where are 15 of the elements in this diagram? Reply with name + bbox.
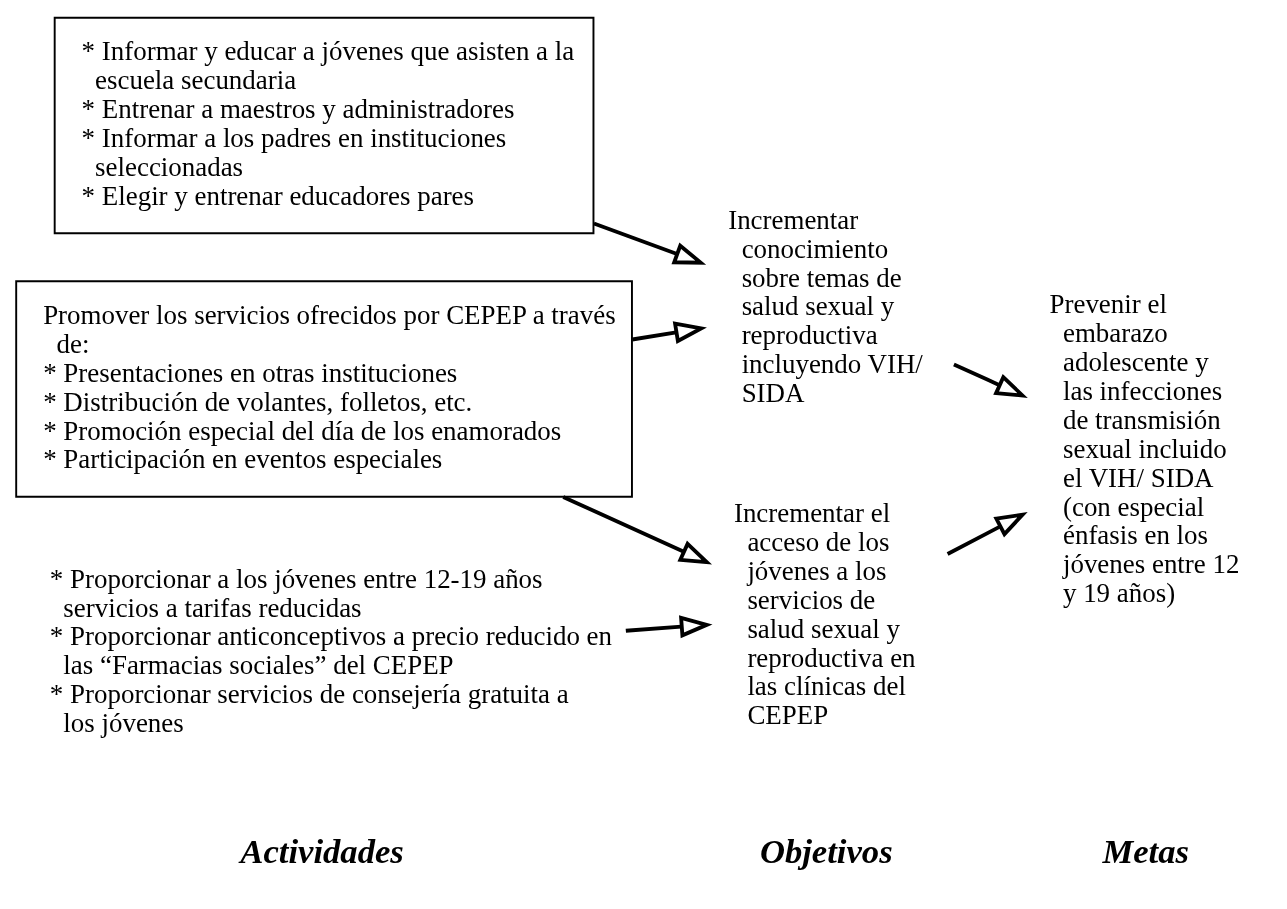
node-text: Incrementar conocimiento sobre temas de salud sexual y reproductiva incluyendo VIH/ SIDA (728, 204, 923, 408)
arrow (631, 321, 707, 344)
node-text: Incrementar el acceso de los jóvenes a los servicios de salud sexual y reproductiva en las clínicas del CEPEP (733, 498, 916, 731)
node-text: Prevenir el embarazo adolescente y las infecciones de transmisión sexual incluido el VIH/ SIDA (con especial énfasis en los jóvenes entre 12 y 19 años) (1049, 289, 1240, 609)
arrow (953, 362, 1028, 398)
node-box: * Informar y educar a jóvenes que asisten a la escuela secundaria * Entrenar a maestros y administradores * Informar a los padres en instituciones seleccionadas * Elegir y entrenar educadores pares (53, 16, 595, 235)
arrow (946, 512, 1028, 556)
label: Actividades (240, 832, 404, 871)
arrow (625, 615, 713, 639)
label: Metas (1102, 832, 1189, 871)
arrow (593, 221, 707, 265)
node-box: Promover los servicios ofrecidos por CEPEP a través de: * Presentaciones en otras instituciones * Distribución de volantes, folletos, etc. * Promoción especial del día de los enamorados * Participación en eventos especiales (15, 280, 633, 498)
node-text: * Proporcionar a los jóvenes entre 12-19 años servicios a tarifas reducidas * Proporcionar anticonceptivos a precio reducido en las “Farmacias sociales” del CEPEP * Proporcionar servicios de consejería gratuita a los jóvenes (49, 563, 613, 738)
arrow (562, 495, 713, 565)
label: Objetivos (759, 832, 893, 871)
